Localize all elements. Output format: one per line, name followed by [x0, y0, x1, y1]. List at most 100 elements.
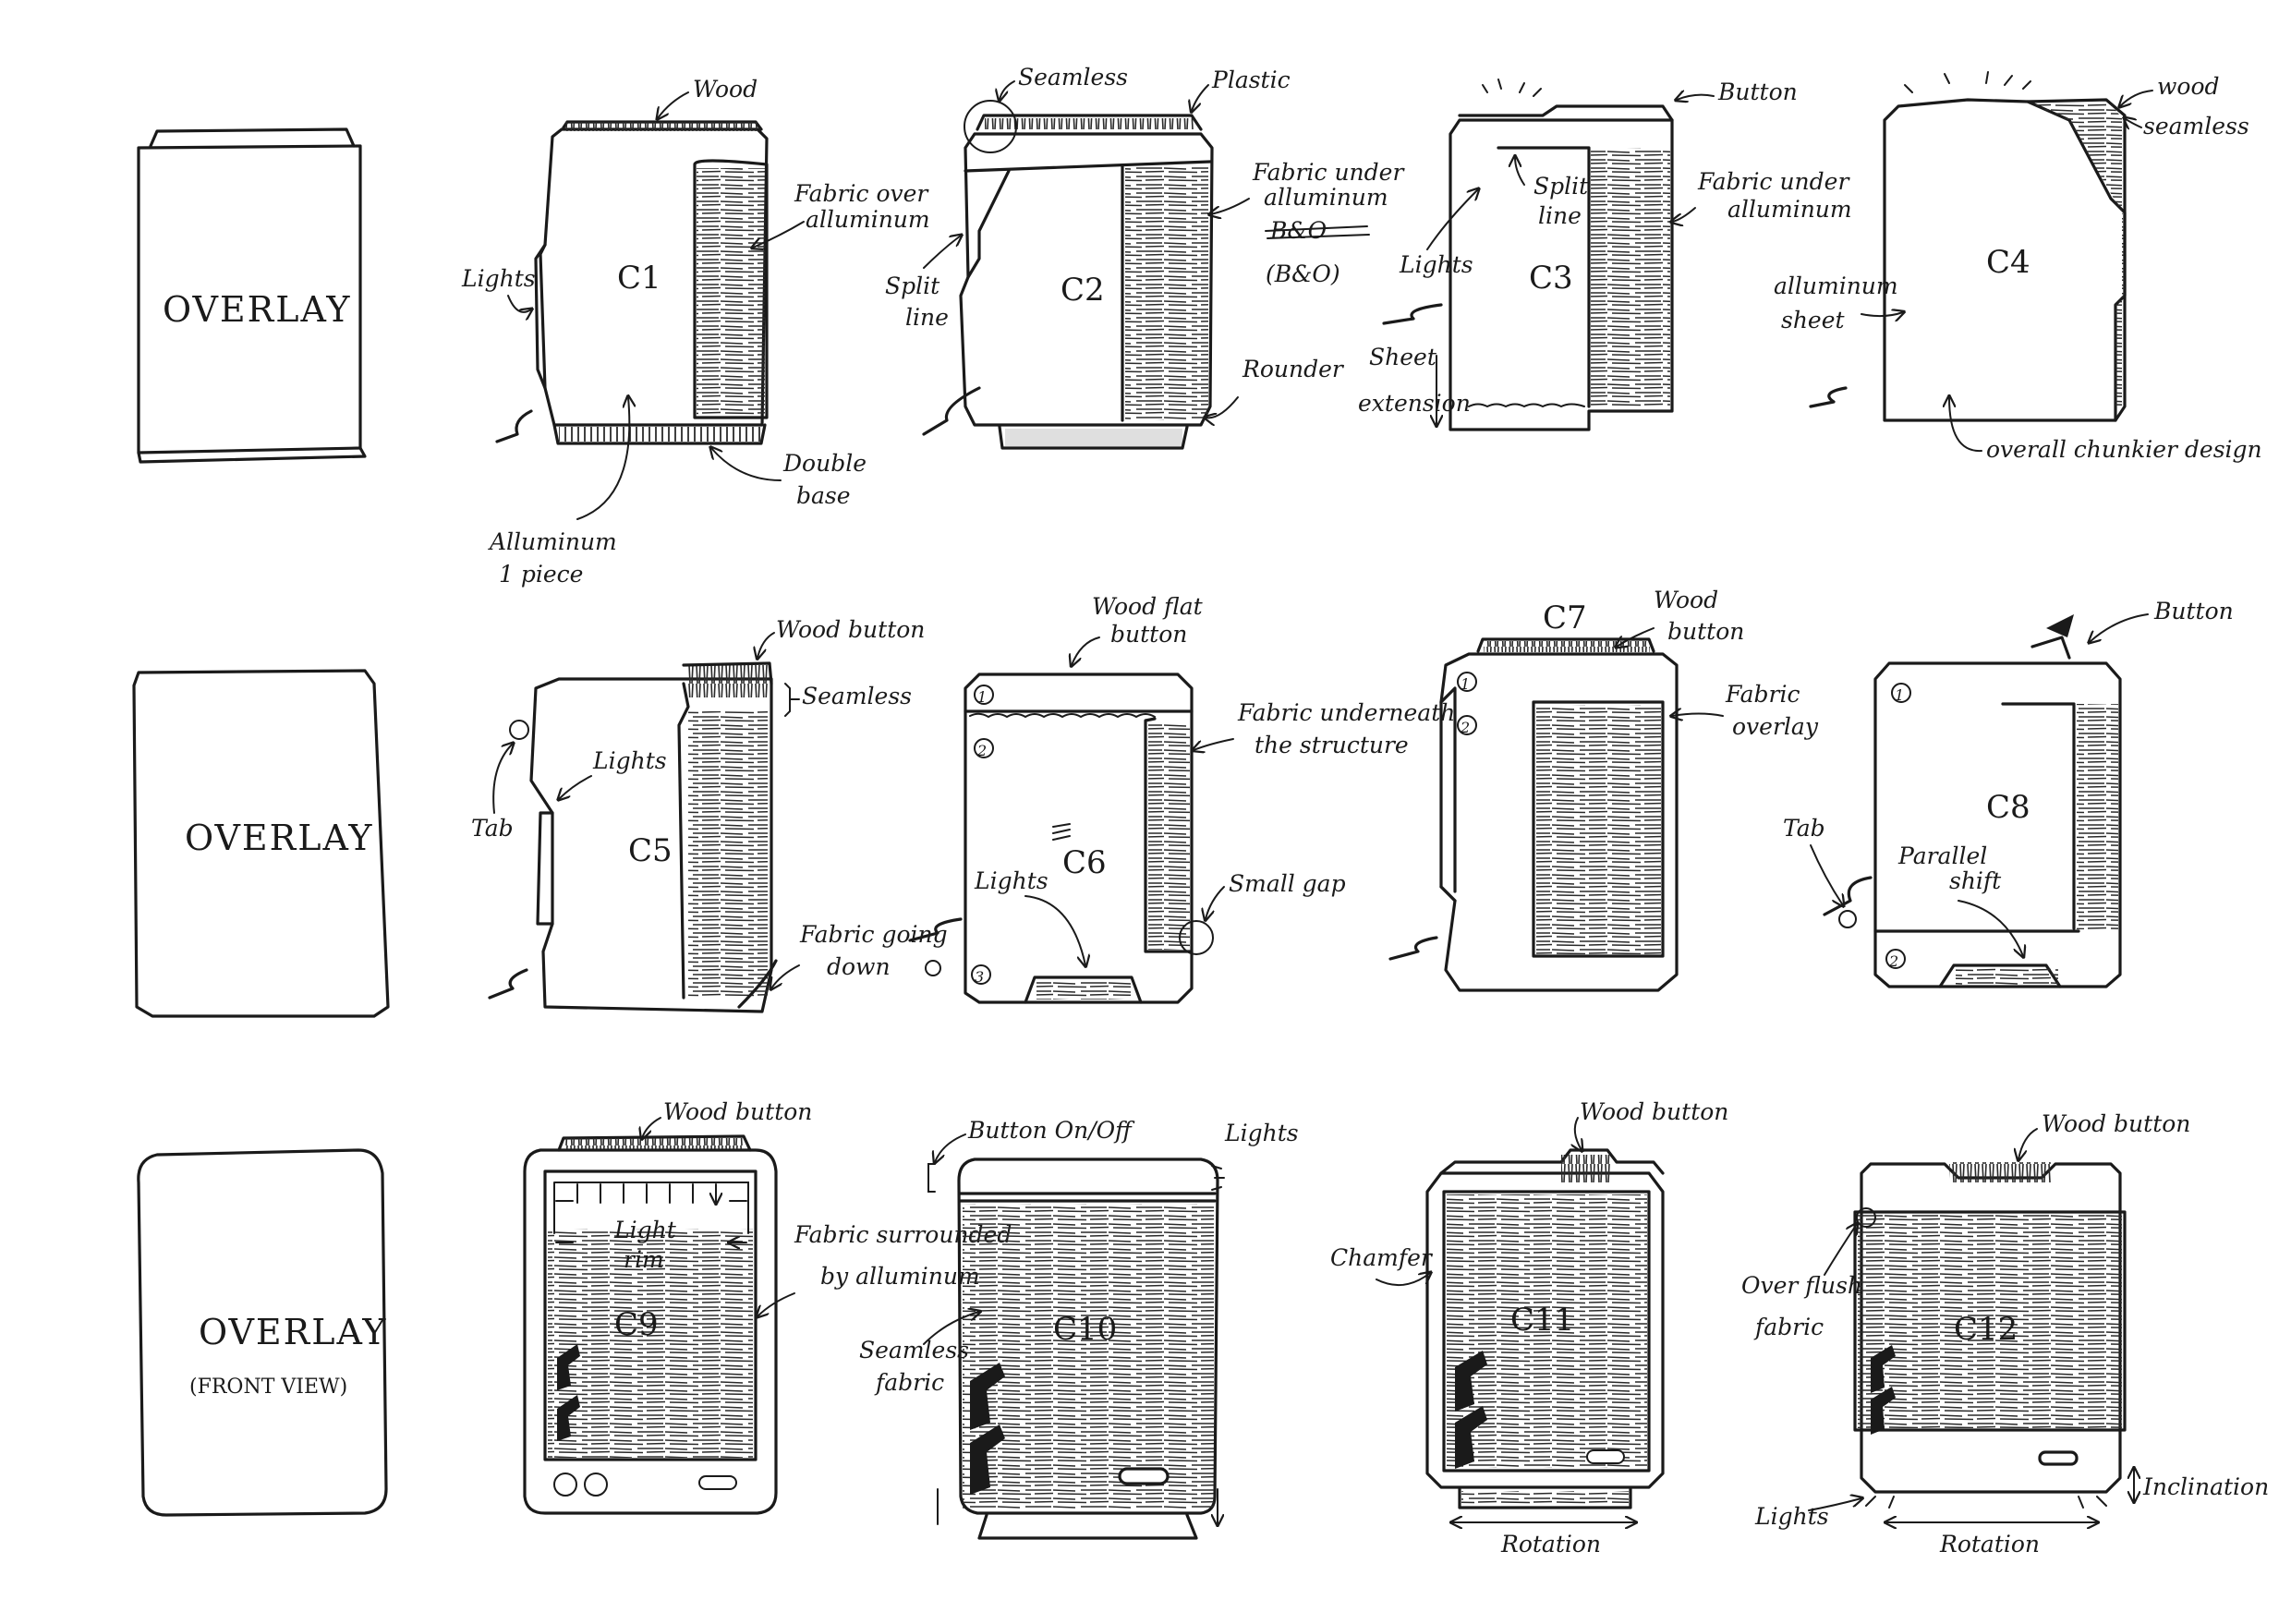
concept-c12: C12 Wood button Over flush fabric Lights… — [1741, 1110, 2269, 1557]
annotation-over-flush: Over flush — [1741, 1272, 1862, 1299]
overlay-label: OVERLAY — [199, 1312, 388, 1352]
annotation-double: Double — [782, 450, 867, 477]
annotation-down: down — [827, 953, 891, 980]
overlay-label: OVERLAY — [185, 818, 374, 858]
annotation-button: Button — [1717, 79, 1798, 105]
annotation-wood: wood — [2157, 73, 2220, 100]
concept-c9: C9 Wood button Light rim Fabric surround… — [523, 1098, 1012, 1515]
concept-code: C5 — [628, 832, 673, 869]
concept-code: C9 — [614, 1306, 659, 1343]
annotation-lights: Lights — [1754, 1503, 1829, 1530]
annotation-lights: Lights — [461, 265, 536, 292]
annotation-button: Button — [2153, 598, 2234, 624]
annotation-alluminum: alluminum — [1774, 273, 1898, 299]
annotation-wood-button: Wood button — [776, 616, 925, 643]
concept-code: C11 — [1510, 1302, 1574, 1339]
annotation-alluminum: alluminum — [1727, 196, 1852, 223]
concept-c2: C2 Seamless Plastic Fabric under allumin… — [885, 64, 1405, 450]
annotation-light: Light — [613, 1217, 677, 1243]
annotation-inclination: Inclination — [2142, 1473, 2269, 1500]
annotation-fabric-over-2: alluminum — [806, 206, 930, 233]
overlay-sketch-row1: OVERLAY — [137, 127, 367, 464]
annotation-lights: Lights — [592, 747, 667, 774]
annotation-lights: Lights — [1224, 1120, 1299, 1146]
annotation-plastic: Plastic — [1211, 67, 1291, 93]
annotation-chunky: overall chunkier design — [1986, 436, 2262, 463]
annotation-rounder: Rounder — [1242, 356, 1345, 382]
circle-number-1: 1 — [977, 688, 987, 706]
annotation-base: base — [796, 482, 851, 509]
concept-code: C7 — [1543, 600, 1587, 636]
annotation-fabric-under: Fabric under — [1252, 159, 1405, 186]
concept-c1: C1 Wood Fabric over alluminum Lights Dou… — [461, 76, 930, 588]
annotation-fabric-under: Fabric under — [1697, 168, 1850, 195]
annotation-fabric: Fabric — [1725, 681, 1800, 708]
concept-c8: 1 2 C8 Button Tab Parallel shift — [1783, 598, 2234, 988]
annotation-alluminum: alluminum — [1264, 184, 1388, 211]
concept-c7: 1 2 C7 Wood button Fabric overlay — [1388, 587, 1819, 992]
annotation-rim: rim — [624, 1246, 664, 1273]
annotation-button-onoff: Button On/Off — [967, 1117, 1135, 1144]
annotation-wood-flat: Wood flat — [1092, 593, 1204, 620]
concept-code: C4 — [1986, 244, 2030, 281]
concept-code: C8 — [1986, 789, 2030, 826]
annotation-chamfer: Chamfer — [1330, 1244, 1434, 1271]
annotation-seamless: seamless — [2143, 113, 2249, 139]
annotation-fabric-underneath: Fabric underneath — [1237, 699, 1455, 726]
overlay-sublabel: (FRONT VIEW) — [189, 1376, 347, 1399]
annotation-split: Split — [1533, 173, 1589, 200]
overlay-sketch-row2: OVERLAY — [132, 669, 390, 1018]
concept-c6: C6 1 2 3 Wood flat button Fabric underne… — [908, 593, 1455, 1004]
annotation-button: button — [1667, 618, 1744, 645]
concept-c3: C3 Button Split line Fabric under allumi… — [1358, 79, 1852, 431]
concept-code: C6 — [1062, 844, 1107, 881]
concept-c5: C5 Wood button Seamless Lights Tab Fabri… — [471, 616, 948, 1013]
annotation-lights: Lights — [1399, 251, 1473, 278]
annotation-fabric: fabric — [1753, 1314, 1824, 1340]
annotation-line: line — [905, 304, 949, 331]
annotation-seamless: Seamless — [1018, 64, 1128, 91]
annotation-1-piece: 1 piece — [499, 561, 583, 588]
annotation-lights: Lights — [974, 867, 1049, 894]
annotation-line: line — [1538, 202, 1582, 229]
annotation-fabric-over: Fabric over — [794, 180, 929, 207]
annotation-wood-button: Wood button — [2042, 1110, 2190, 1137]
concept-c10: C10 Button On/Off Lights Seamless fabric — [859, 1117, 1299, 1540]
annotation-bo: (B&O) — [1266, 261, 1340, 287]
circle-number-1: 1 — [1461, 675, 1470, 693]
concept-code: C1 — [617, 260, 661, 297]
annotation-wood: Wood — [1654, 587, 1718, 613]
circle-number-1: 1 — [1895, 686, 1904, 704]
annotation-seamless: Seamless — [802, 683, 912, 709]
annotation-button: button — [1110, 621, 1187, 648]
annotation-parallel: Parallel — [1897, 842, 1987, 869]
annotation-seamless: Seamless — [859, 1337, 969, 1363]
circle-number-2: 2 — [976, 742, 987, 759]
concept-code: C2 — [1061, 272, 1105, 309]
annotation-fabric: fabric — [874, 1369, 944, 1396]
annotation-shift: shift — [1949, 867, 2002, 894]
annotation-sheet: Sheet — [1369, 344, 1437, 370]
annotation-tab: Tab — [471, 815, 514, 842]
annotation-wood: Wood — [693, 76, 758, 103]
annotation-small-gap: Small gap — [1229, 870, 1346, 897]
annotation-sheet: sheet — [1781, 307, 1846, 333]
concept-code: C12 — [1954, 1311, 2018, 1348]
circle-number-2: 2 — [1460, 719, 1470, 736]
annotation-wood-button: Wood button — [1580, 1098, 1728, 1125]
concept-code: C3 — [1529, 260, 1573, 297]
annotation-tab: Tab — [1783, 815, 1825, 842]
annotation-rotation: Rotation — [1939, 1531, 2040, 1557]
annotation-wood-button: Wood button — [663, 1098, 812, 1125]
concept-code: C10 — [1053, 1311, 1117, 1348]
overlay-label: OVERLAY — [163, 289, 352, 330]
annotation-overlay: overlay — [1732, 713, 1819, 740]
annotation-rotation: Rotation — [1500, 1531, 1601, 1557]
annotation-extension: extension — [1358, 390, 1471, 417]
annotation-the-structure: the structure — [1255, 732, 1409, 758]
circle-number-2: 2 — [1888, 952, 1898, 970]
overlay-sketch-row3: OVERLAY (FRONT VIEW) — [137, 1148, 388, 1517]
annotation-alluminum: Alluminum — [488, 528, 617, 555]
annotation-by-alluminum: by alluminum — [820, 1263, 980, 1290]
